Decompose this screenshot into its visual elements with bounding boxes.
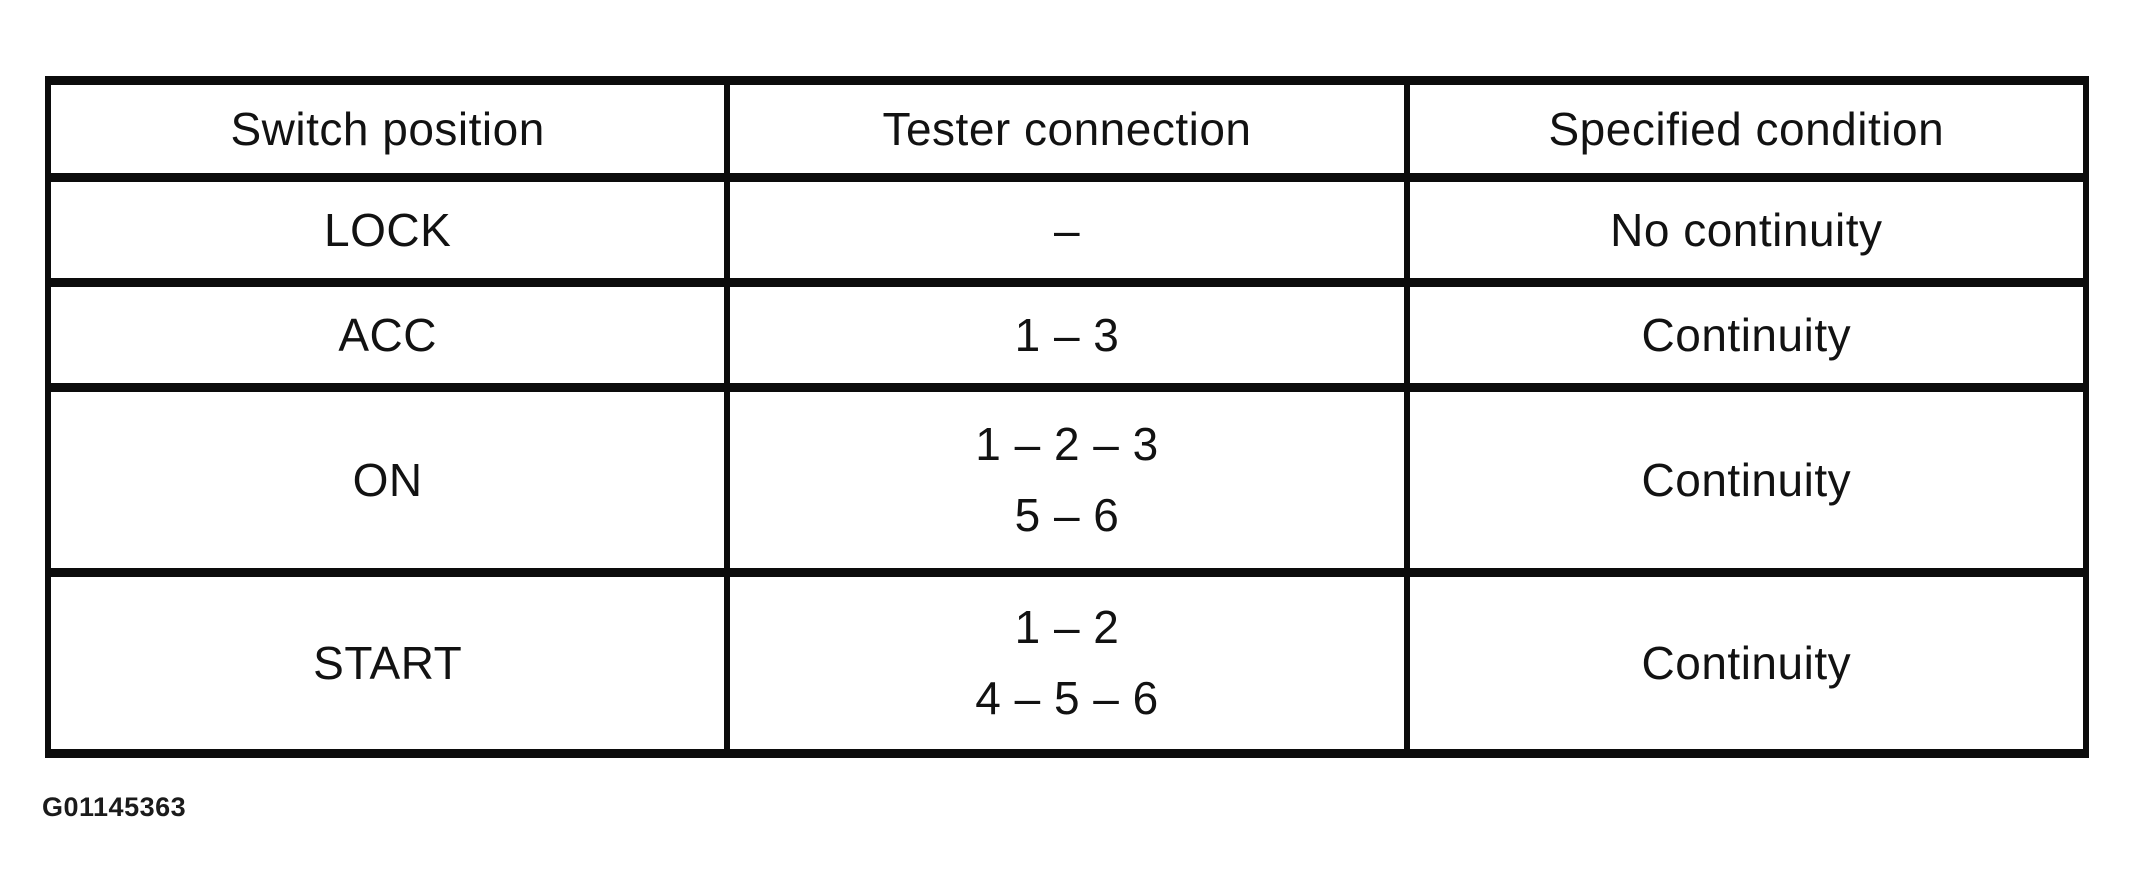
cell-switch-position: START (44, 568, 731, 758)
header-tester-connection: Tester connection (724, 76, 1410, 182)
cell-tester-connection: 1 – 2 4 – 5 – 6 (724, 568, 1410, 758)
tester-connection-line: 1 – 2 – 3 (975, 417, 1159, 470)
header-specified-condition: Specified condition (1403, 76, 2090, 182)
cell-tester-connection: – (724, 173, 1410, 287)
table-header-row: Switch position Tester connection Specif… (44, 76, 2090, 182)
cell-specified-condition: Continuity (1403, 278, 2090, 392)
tester-connection-line: 5 – 6 (1014, 489, 1120, 541)
cell-specified-condition: No continuity (1403, 173, 2090, 287)
cell-switch-position: LOCK (44, 173, 731, 287)
cell-switch-position: ACC (44, 278, 731, 392)
table-row-on: ON 1 – 2 – 3 5 – 6 Continuity (44, 383, 2090, 577)
tester-connection-line: 1 – 2 (1014, 600, 1120, 653)
tester-connection-line: 4 – 5 – 6 (975, 672, 1159, 724)
ignition-switch-continuity-table: Switch position Tester connection Specif… (44, 76, 2090, 758)
header-switch-position: Switch position (44, 76, 731, 182)
cell-tester-connection: 1 – 2 – 3 5 – 6 (724, 383, 1410, 577)
cell-switch-position: ON (44, 383, 731, 577)
cell-specified-condition: Continuity (1403, 383, 2090, 577)
cell-specified-condition: Continuity (1403, 568, 2090, 758)
table-row-acc: ACC 1 – 3 Continuity (44, 278, 2090, 392)
figure-id-label: G01145363 (42, 792, 187, 822)
cell-tester-connection: 1 – 3 (724, 278, 1410, 392)
table-row-start: START 1 – 2 4 – 5 – 6 Continuity (44, 568, 2090, 758)
table-row-lock: LOCK – No continuity (44, 173, 2090, 287)
